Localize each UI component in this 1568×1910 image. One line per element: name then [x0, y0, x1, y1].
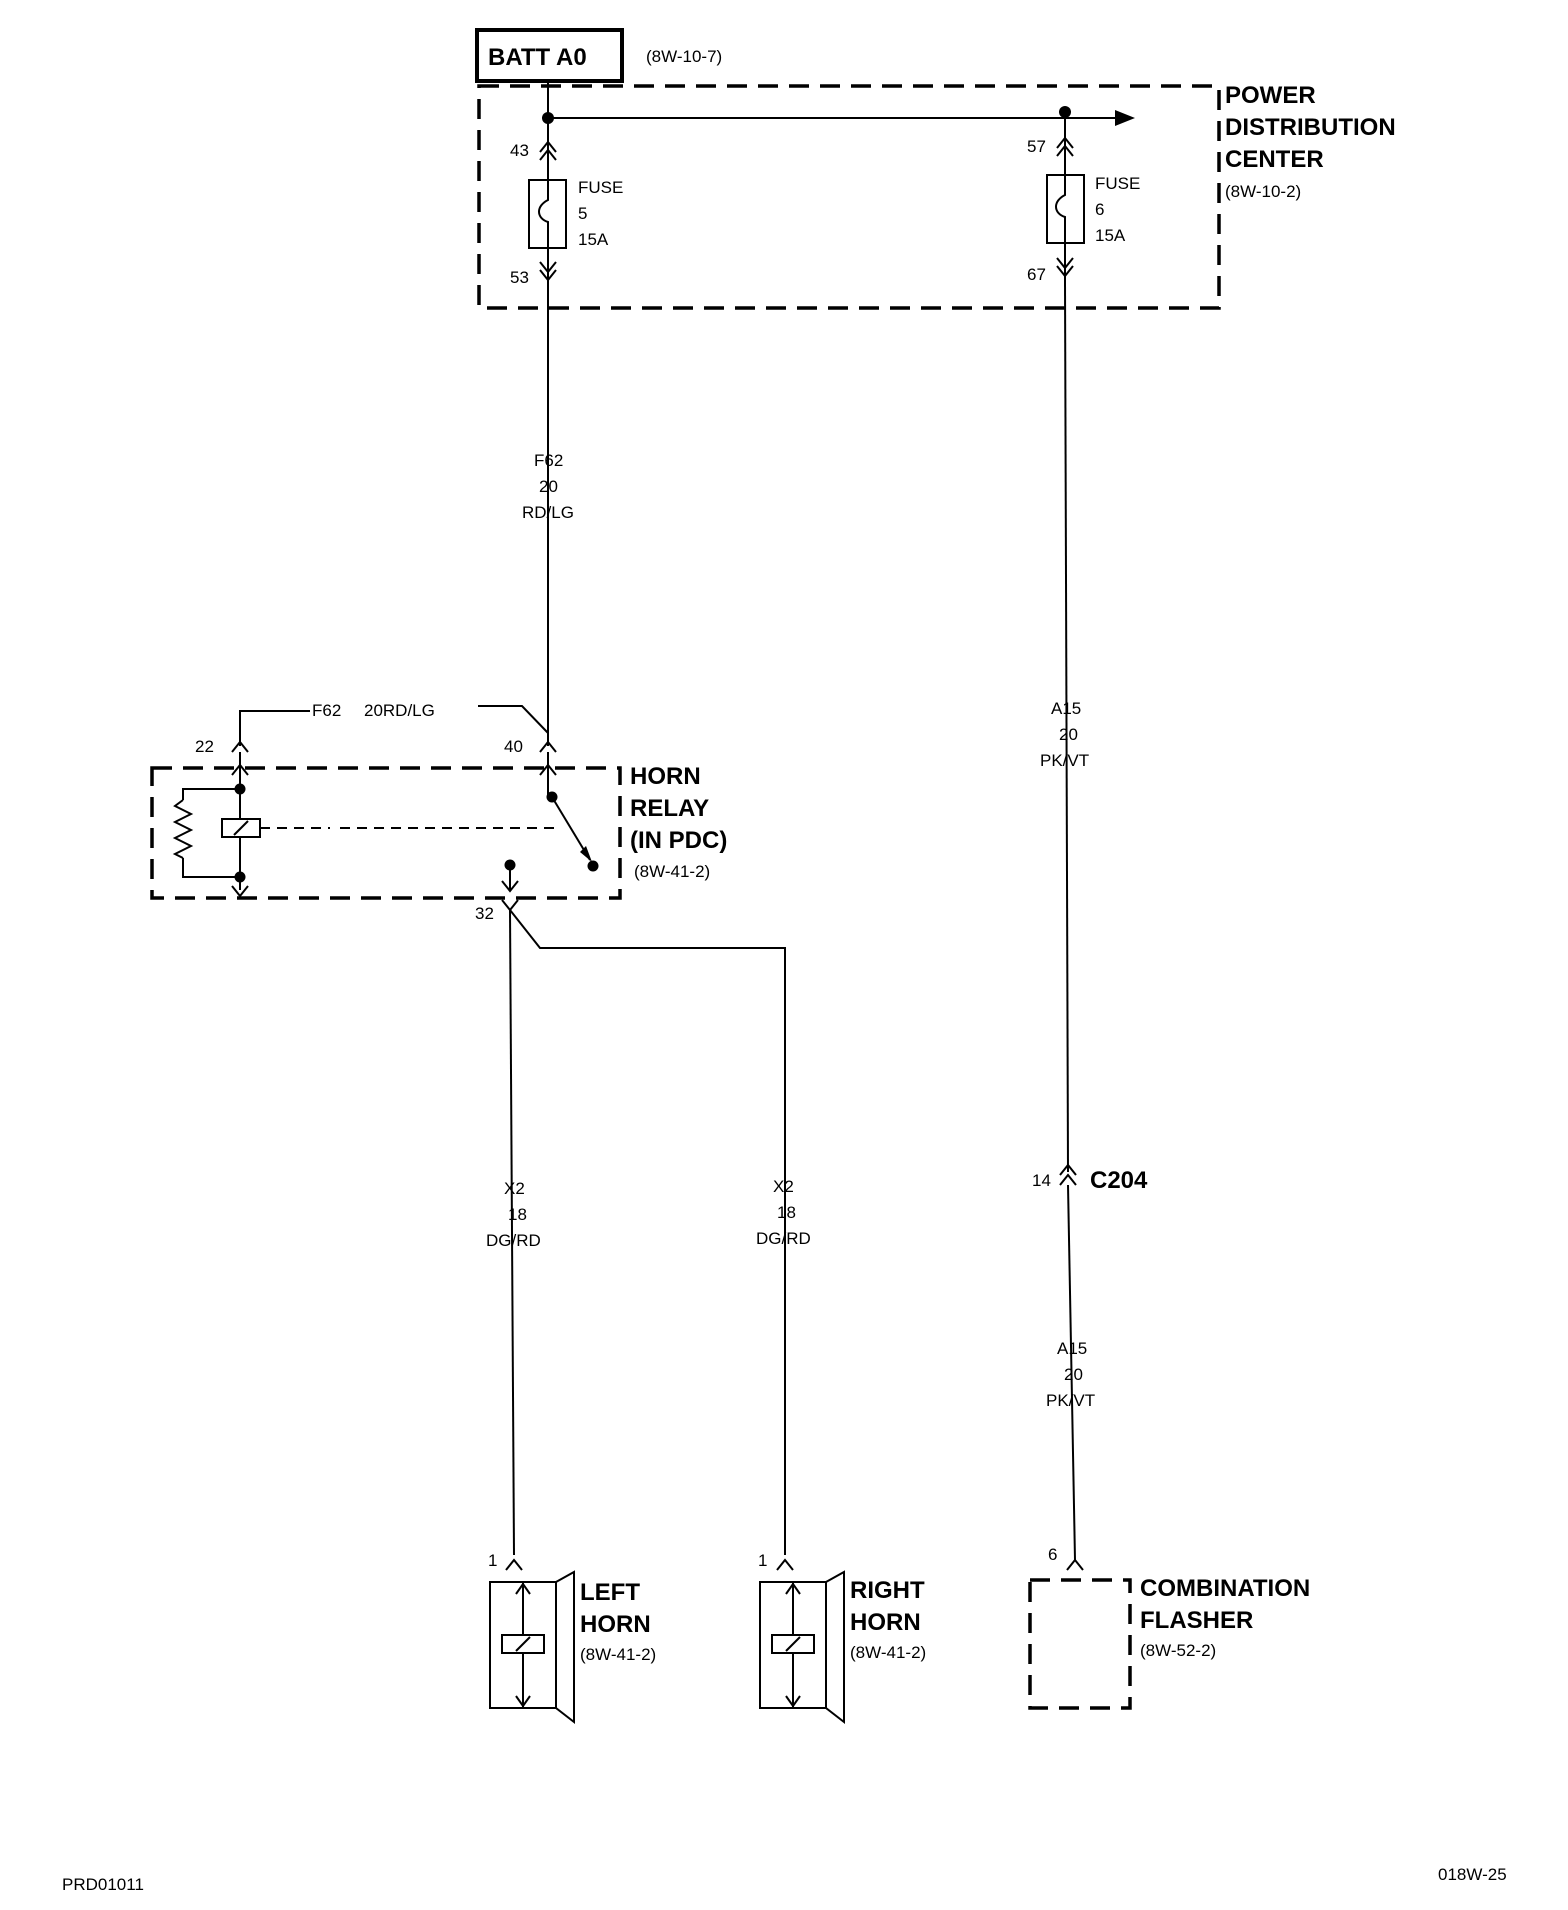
right-horn-title-line-2: HORN — [850, 1609, 921, 1636]
fuse6-number: 6 — [1095, 200, 1104, 219]
pdc-title-line-3: CENTER — [1225, 146, 1324, 173]
wire-a15-lower-color: PK/VT — [1046, 1391, 1095, 1410]
left-horn-title-line-2: HORN — [580, 1611, 651, 1638]
wire-f62: F62 20 RD/LG — [522, 285, 574, 746]
wire-x2-left-circuit: X2 — [504, 1179, 525, 1198]
batt-source: BATT A0 (8W-10-7) — [475, 28, 722, 83]
left-horn: 1 LEFT HORN (8W-41-2) — [488, 1551, 656, 1725]
left-horn-ref: (8W-41-2) — [580, 1645, 656, 1664]
connector-c204: 14 C204 — [1032, 1163, 1148, 1194]
relay-jumper-circuit: F62 — [312, 701, 341, 720]
relay-title-line-2: RELAY — [630, 795, 709, 822]
fuse5-label: FUSE — [578, 178, 623, 197]
power-distribution-center: POWER DISTRIBUTION CENTER (8W-10-2) 43 5… — [477, 81, 1396, 310]
right-horn-pin: 1 — [758, 1551, 767, 1570]
wire-a15-lower-gauge: 20 — [1064, 1365, 1083, 1384]
wire-f62-color: RD/LG — [522, 503, 574, 522]
wire-x2-right-color: DG/RD — [756, 1229, 811, 1248]
fuse-6: 57 67 FUSE 6 15A — [1027, 118, 1140, 284]
left-horn-pin: 1 — [488, 1551, 497, 1570]
fuse5-pin-out: 53 — [510, 268, 529, 287]
pdc-title-line-1: POWER — [1225, 82, 1316, 109]
bus-continuation-arrow-icon — [1115, 110, 1135, 126]
wire-x2-split: 32 — [475, 899, 786, 1556]
batt-ref: (8W-10-7) — [646, 47, 722, 66]
right-horn-title-line-1: RIGHT — [850, 1577, 925, 1604]
wire-x2-left: X2 18 DG/RD — [486, 1179, 541, 1250]
left-horn-title-line-1: LEFT — [580, 1579, 640, 1606]
wire-a15-lower-circuit: A15 — [1057, 1339, 1087, 1358]
relay-title-line-1: HORN — [630, 763, 701, 790]
footer-left-code: PRD01011 — [62, 1875, 144, 1894]
c204-pin: 14 — [1032, 1171, 1051, 1190]
fuse6-rating: 15A — [1095, 226, 1126, 245]
c204-name: C204 — [1090, 1167, 1148, 1194]
wire-a15-upper: A15 20 PK/VT — [1040, 281, 1089, 1173]
wire-x2-right-circuit: X2 — [773, 1177, 794, 1196]
flasher-title-line-2: FLASHER — [1140, 1607, 1253, 1634]
flasher-title-line-1: COMBINATION — [1140, 1575, 1310, 1602]
relay-pin-out: 32 — [475, 904, 494, 923]
fuse-5: 43 53 FUSE 5 15A — [510, 118, 623, 287]
wire-x2-right-gauge: 18 — [777, 1203, 796, 1222]
batt-label: BATT A0 — [488, 44, 587, 71]
right-horn-ref: (8W-41-2) — [850, 1643, 926, 1662]
wire-x2-right: X2 18 DG/RD — [756, 1177, 811, 1248]
flasher-pin: 6 — [1048, 1545, 1057, 1564]
pdc-ref: (8W-10-2) — [1225, 182, 1301, 201]
footer-right-code: 018W-25 — [1438, 1865, 1507, 1884]
fuse6-label: FUSE — [1095, 174, 1140, 193]
horn-relay: HORN RELAY (IN PDC) (8W-41-2) F62 20RD/L… — [150, 701, 727, 900]
relay-pin-switch: 40 — [504, 737, 523, 756]
relay-title-line-3: (IN PDC) — [630, 827, 727, 854]
right-horn: 1 RIGHT HORN (8W-41-2) — [758, 1551, 926, 1725]
wire-x2-left-gauge: 18 — [508, 1205, 527, 1224]
fuse6-pin-out: 67 — [1027, 265, 1046, 284]
fuse5-number: 5 — [578, 204, 587, 223]
relay-jumper-spec: 20RD/LG — [364, 701, 435, 720]
pdc-title-line-2: DISTRIBUTION — [1225, 114, 1396, 141]
combination-flasher: 6 COMBINATION FLASHER (8W-52-2) — [1028, 1545, 1310, 1710]
relay-pin-coil: 22 — [195, 737, 214, 756]
relay-ref: (8W-41-2) — [634, 862, 710, 881]
wire-x2-left-color: DG/RD — [486, 1231, 541, 1250]
fuse5-pin-in: 43 — [510, 141, 529, 160]
wire-a15-upper-circuit: A15 — [1051, 699, 1081, 718]
wire-f62-circuit: F62 — [534, 451, 563, 470]
wire-a15-upper-color: PK/VT — [1040, 751, 1089, 770]
fuse5-rating: 15A — [578, 230, 609, 249]
flasher-ref: (8W-52-2) — [1140, 1641, 1216, 1660]
wire-f62-gauge: 20 — [539, 477, 558, 496]
wire-a15-upper-gauge: 20 — [1059, 725, 1078, 744]
wire-a15-lower: A15 20 PK/VT — [1046, 1184, 1095, 1561]
fuse6-pin-in: 57 — [1027, 137, 1046, 156]
